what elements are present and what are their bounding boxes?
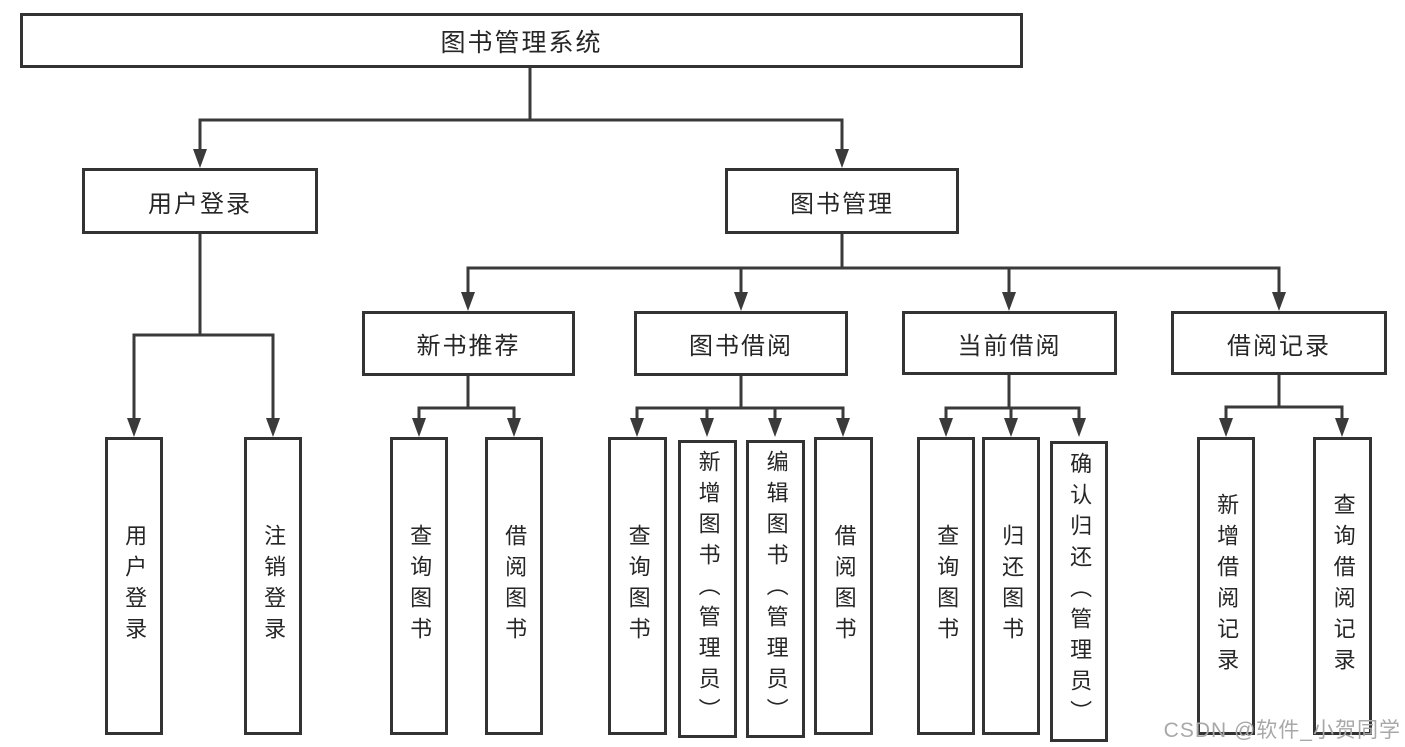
leaf-cb-return-books: 归还图书 (982, 437, 1040, 735)
node-book-mgmt: 图书管理 (725, 168, 959, 234)
leaf-bb-query-books-label: 查询图书 (625, 524, 651, 648)
node-root-label: 图书管理系统 (440, 28, 603, 57)
leaf-user-login: 用户登录 (105, 437, 163, 735)
node-user-login-label: 用户登录 (148, 190, 252, 218)
edge-new-book-rec-to-leaves (417, 376, 516, 421)
leaf-br-add-record-label: 新增借阅记录 (1214, 493, 1240, 679)
node-book-mgmt-label: 图书管理 (790, 190, 894, 218)
node-user-login: 用户登录 (82, 168, 318, 234)
leaf-bb-add-books-label: 新增图书（管理员） (695, 449, 721, 729)
leaf-logout-label: 注销登录 (261, 524, 287, 648)
edge-borrow-records-to-leaves (1224, 375, 1344, 421)
node-book-borrow-label: 图书借阅 (689, 333, 793, 360)
arrowheads-borrow-records-leaves (1219, 418, 1349, 437)
edge-user-login-to-leaves (132, 234, 275, 421)
leaf-nbr-query-books: 查询图书 (390, 437, 448, 735)
arrowheads-current-borrow-leaves (939, 418, 1086, 437)
leaf-cb-query-books: 查询图书 (917, 437, 975, 735)
leaf-user-login-label: 用户登录 (122, 524, 148, 648)
leaf-nbr-borrow-books-label: 借阅图书 (502, 524, 528, 648)
leaf-br-query-record: 查询借阅记录 (1313, 437, 1372, 735)
leaf-bb-borrow-books: 借阅图书 (814, 437, 873, 735)
node-book-borrow: 图书借阅 (634, 311, 848, 376)
node-current-borrow: 当前借阅 (902, 311, 1117, 375)
arrowheads-new-book-rec-leaves (412, 418, 521, 437)
leaf-bb-edit-books: 编辑图书（管理员） (746, 440, 805, 738)
leaf-bb-add-books: 新增图书（管理员） (678, 440, 737, 738)
edge-current-borrow-to-leaves (944, 375, 1081, 421)
leaf-bb-query-books: 查询图书 (608, 437, 667, 735)
node-current-borrow-label: 当前借阅 (957, 332, 1062, 360)
arrowheads-level3 (461, 292, 1286, 311)
edge-book-borrow-to-leaves (635, 376, 845, 421)
arrowheads-book-borrow-leaves (630, 418, 850, 437)
arrowheads-level2 (193, 149, 849, 168)
csdn-watermark: CSDN @软件_小贺同学 (1163, 719, 1401, 742)
arrowheads-user-login-leaves (127, 418, 280, 437)
leaf-nbr-borrow-books: 借阅图书 (485, 437, 543, 735)
leaf-bb-borrow-books-label: 借阅图书 (831, 524, 857, 648)
edge-root-to-level2 (198, 68, 844, 152)
node-new-book-rec-label: 新书推荐 (416, 333, 521, 360)
node-borrow-records: 借阅记录 (1171, 311, 1387, 375)
leaf-cb-query-books-label: 查询图书 (934, 524, 960, 648)
leaf-cb-return-books-label: 归还图书 (999, 524, 1025, 648)
leaf-nbr-query-books-label: 查询图书 (407, 524, 433, 648)
leaf-br-add-record: 新增借阅记录 (1197, 437, 1255, 735)
node-root: 图书管理系统 (20, 13, 1023, 68)
leaf-logout: 注销登录 (244, 437, 302, 735)
leaf-bb-edit-books-label: 编辑图书（管理员） (763, 449, 789, 729)
leaf-cb-confirm-return-label: 确认归还（管理员） (1067, 452, 1093, 731)
node-borrow-records-label: 借阅记录 (1227, 332, 1331, 360)
node-new-book-rec: 新书推荐 (362, 311, 575, 376)
edge-book-mgmt-to-level3 (466, 234, 1281, 295)
leaf-br-query-record-label: 查询借阅记录 (1330, 493, 1356, 679)
leaf-cb-confirm-return: 确认归还（管理员） (1050, 441, 1108, 742)
